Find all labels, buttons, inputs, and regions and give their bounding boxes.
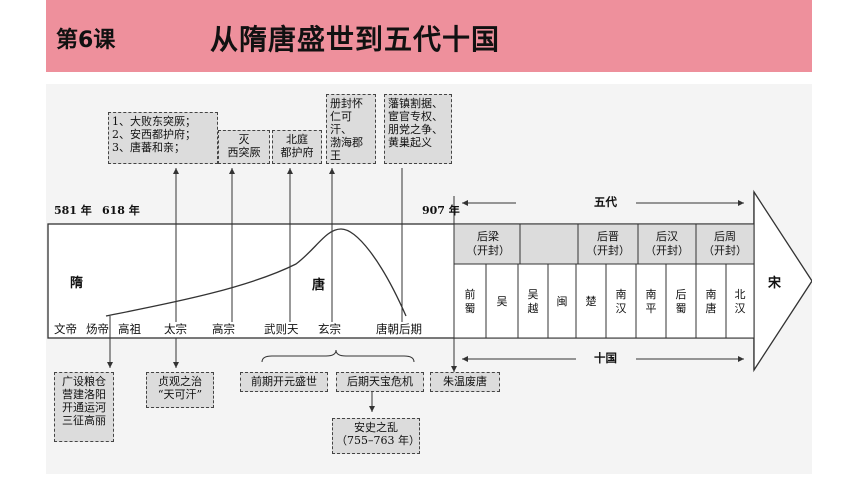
kingdom-former-shu: 前蜀 (464, 288, 476, 315)
kingdom-later-shu: 后蜀 (675, 288, 687, 315)
header-banner (46, 0, 812, 72)
kingdom-wuyue: 吴越 (527, 288, 539, 315)
dynasty-song: 宋 (768, 276, 782, 291)
five-dynasty-later-han: 后汉（开封） (645, 230, 689, 257)
year-618: 618 年 (102, 204, 140, 217)
box-anshi-rebellion: 安史之乱 （755–763 年） (332, 418, 420, 454)
kingdom-southern-han: 南汉 (615, 288, 627, 315)
year-907: 907 年 (422, 204, 460, 217)
lesson-number: 第6课 (56, 28, 116, 53)
emperor-wendi: 文帝 (54, 322, 77, 336)
box-tang-early-achievements: 1、大败东突厥； 2、安西都护府； 3、唐蕃和亲； (108, 112, 218, 164)
five-dynasty-later-zhou: 后周（开封） (703, 230, 747, 257)
emperor-taizong: 太宗 (164, 322, 187, 336)
box-zhenguan-rule: 贞观之治 “天可汗” (146, 372, 214, 408)
emperor-yangdi: 炀帝 (86, 322, 109, 336)
five-dynasty-later-liang: 后梁（开封） (466, 230, 510, 257)
five-dynasties-label: 五代 (594, 195, 617, 209)
box-bohai-enfeoffment: 册封怀 仁可汗、 渤海郡 王 (326, 94, 376, 164)
box-late-tang-problems: 藩镇割据、 宦官专权、 朋党之争、 黄巢起义 (384, 94, 452, 164)
emperor-xuanzong: 玄宗 (318, 322, 341, 336)
box-zhuwen-ends-tang: 朱温废唐 (430, 372, 500, 392)
year-581: 581 年 (54, 204, 92, 217)
box-destroy-west-turks: 灭 西突厥 (218, 130, 270, 164)
lesson-title: 从隋唐盛世到五代十国 (210, 23, 501, 56)
emperor-gaozong: 高宗 (212, 322, 235, 336)
ten-kingdoms-label: 十国 (594, 351, 617, 365)
five-dynasty-later-jin: 后晋（开封） (586, 230, 630, 257)
kingdom-min: 闽 (556, 295, 568, 308)
kingdom-nanping: 南平 (645, 288, 657, 315)
kingdom-chu: 楚 (585, 295, 597, 308)
box-kaiyuan-prosperity: 前期开元盛世 (240, 372, 328, 392)
tang-late-period: 唐朝后期 (376, 322, 422, 336)
kingdom-southern-tang: 南唐 (705, 288, 717, 315)
timeline-lines (47, 168, 812, 412)
emperor-wuzetian: 武则天 (264, 322, 299, 336)
dynasty-sui: 隋 (70, 276, 84, 291)
kingdom-wu: 吴 (496, 295, 508, 308)
emperor-gaozu: 高祖 (118, 322, 141, 336)
box-beiting-protectorate: 北庭 都护府 (272, 130, 322, 164)
box-tianbao-crisis: 后期天宝危机 (336, 372, 424, 392)
kingdom-northern-han: 北汉 (734, 288, 746, 315)
box-sui-achievements: 广设粮仓 营建洛阳 开通运河 三征高丽 (54, 372, 114, 442)
timeline-diagram: 1、大败东突厥； 2、安西都护府； 3、唐蕃和亲； 灭 西突厥 北庭 都护府 册… (46, 84, 812, 474)
dynasty-tang: 唐 (312, 278, 326, 293)
